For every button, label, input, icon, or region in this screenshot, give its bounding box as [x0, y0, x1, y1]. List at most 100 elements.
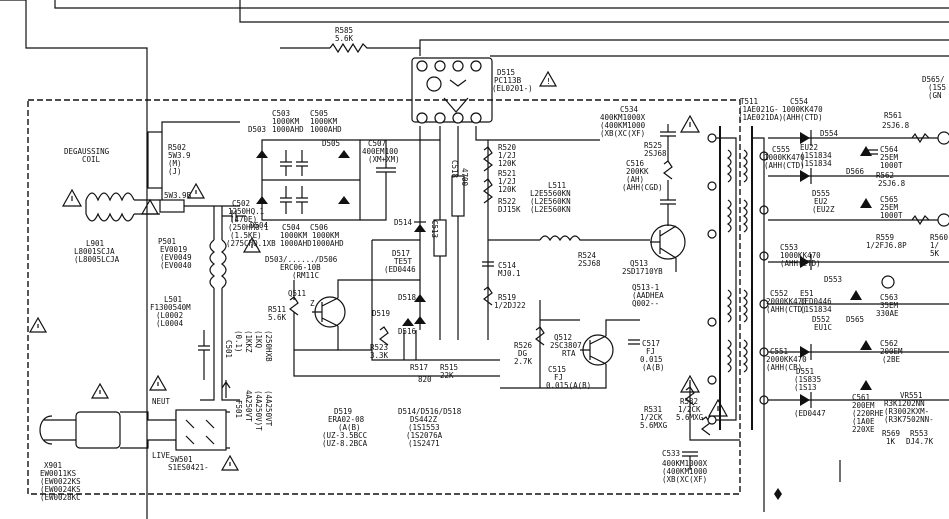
- l501-label: L501: [164, 295, 182, 304]
- c553-value-1: 1000KK470: [780, 251, 821, 260]
- c506-value: 1000KM: [312, 231, 340, 240]
- c502-label: C502: [232, 199, 250, 208]
- c507-value-2: (XM+XM): [368, 155, 400, 164]
- r521-value: 1/2J: [498, 177, 516, 186]
- d517-label: D517: [392, 249, 410, 258]
- c501-value-2: (1KKZ: [244, 330, 253, 353]
- secondary-outputs: C554 1000KK470 (AHH(CTD) D554 C555 1000K…: [763, 75, 949, 512]
- d504-label: D504: [250, 221, 269, 230]
- c562-value-2: (2BE: [882, 355, 901, 364]
- r523-label: R523: [370, 343, 388, 352]
- d514-518-label: D514/D516/D518: [398, 407, 462, 416]
- c517-value-2: 0.015: [640, 355, 663, 364]
- c517-label: C517: [642, 339, 660, 348]
- l511-label: L511: [548, 181, 566, 190]
- p501-value-3: (EV0040: [160, 261, 192, 270]
- q513-transistor: Q513 2SD1710YB Q513-1 (AADHEA Q002--: [622, 220, 686, 308]
- r521-value-2: 120K: [498, 185, 517, 194]
- c501-value-3: (1KQ: [254, 330, 263, 349]
- q513-1-value-2: Q002--: [632, 299, 659, 308]
- d517-value: TE5T: [394, 257, 413, 266]
- c534-value-3: (XB(XC(XF): [600, 129, 645, 138]
- sw501-label: SW501: [170, 455, 193, 464]
- e51-value-1: (ED0446: [800, 297, 832, 306]
- r560-value-2: 5K: [930, 249, 940, 258]
- c501-value-4: (250HXB: [264, 330, 273, 362]
- r524-label: R524: [578, 251, 597, 260]
- c561-value-3: (1A0E: [852, 417, 875, 426]
- r531-value-2: 5.6MXG: [640, 421, 668, 430]
- r526-value: DG: [518, 349, 528, 358]
- q513-label: Q513: [630, 259, 648, 268]
- c505-label: C505: [310, 109, 328, 118]
- c552-label: C552: [770, 289, 788, 298]
- p501-label: P501: [158, 237, 176, 246]
- r560-value: 1/: [930, 241, 939, 250]
- c555-value-2: (AHH(CTD): [764, 161, 805, 170]
- c505-value: 1000KM: [310, 117, 338, 126]
- r524-value: 2SJ68: [578, 259, 601, 268]
- snubber-section: R531 1/2CK 5.6MXG R532 1/2CK 5.6MXG C533…: [640, 374, 740, 484]
- r553-value: DJ4.7K: [906, 437, 934, 446]
- r559-value: 1/2FJ6.8P: [866, 241, 907, 250]
- c555-value-1: 1000KK470: [764, 153, 805, 162]
- c504-value-2: 1000AHD: [280, 239, 312, 248]
- r511-value: 5.6K: [268, 313, 287, 322]
- vr551-value-2: (R3002KXM-: [884, 407, 929, 416]
- eu22-value-2: (1S1834: [800, 159, 832, 168]
- r502-label: R502: [168, 143, 186, 152]
- bias-resistors: R523 3.3K R517 820 R515 22K: [293, 326, 500, 384]
- c515-label: C515: [548, 365, 566, 374]
- d519-b-value-2: (A(B): [338, 423, 361, 432]
- d519-b-value-4: (UZ-8.2BCA: [322, 439, 368, 448]
- c518-c513-capacitors: C518 4700 C513: [430, 126, 469, 340]
- r502-value-4: 5W3.9B: [164, 191, 192, 200]
- r525-value: 2SJ68: [644, 149, 667, 158]
- d515-value-2: (EL0201-): [492, 84, 533, 93]
- d505-label: D505: [322, 139, 340, 148]
- c507-value: 400EM100: [362, 147, 399, 156]
- r559-label: R559: [876, 233, 894, 242]
- p501-posistor: P501 EV0019 (EV0049 (EV0040: [158, 199, 192, 270]
- f501-label: F501: [234, 400, 243, 418]
- c505-value-2: 1000AHD: [310, 125, 342, 134]
- d514-518-value-2: (1S1553: [408, 423, 440, 432]
- d552-value: EU1C: [814, 323, 832, 332]
- live-label: LIVE: [152, 451, 171, 460]
- r526-value-2: 2.7K: [514, 357, 533, 366]
- r561-value: 2SJ6.8: [882, 121, 910, 130]
- p501-value-1: EV0019: [160, 245, 187, 254]
- c561-value-4: 220XE: [852, 425, 875, 434]
- c514-value: MJ0.1: [498, 269, 521, 278]
- r532-label: R532: [680, 397, 698, 406]
- r520-value: 1/2J: [498, 151, 516, 160]
- q512-transistor: Q512 2SC3807 RTA R526 DG 2.7K C515 FJ 0.…: [500, 300, 665, 390]
- d514-518-value-4: (1S2471: [408, 439, 440, 448]
- d552-label: D552: [812, 315, 830, 324]
- r526-label: R526: [514, 341, 533, 350]
- c552-value-1: 2000KK470: [766, 297, 807, 306]
- c565-value-2: 1000T: [880, 211, 903, 220]
- d565-label: D565: [846, 315, 864, 324]
- c561-value-2: (220RHE: [852, 409, 884, 418]
- l501-value-2: (L0002: [156, 311, 183, 320]
- c501-label: C501: [224, 340, 233, 358]
- c514-label: C514: [498, 261, 517, 270]
- c565-label: C565: [880, 195, 898, 204]
- c565-value-1: 25EM: [880, 203, 899, 212]
- c563-value-1: 35EM: [880, 301, 899, 310]
- c518-label: C518: [450, 160, 459, 179]
- c503-label: C503: [272, 109, 290, 118]
- c563-value-2: 330AE: [876, 309, 899, 318]
- eu22-label: EU22: [800, 143, 818, 152]
- r553-label: R553: [910, 429, 928, 438]
- c554-label: C554: [790, 97, 809, 106]
- e51-label: E51: [800, 289, 814, 298]
- c504-label: C504: [282, 223, 301, 232]
- q511-transistor: Q511 Z R511 5.6K: [268, 279, 420, 351]
- c534-value-1: 400KM1000X: [600, 113, 646, 122]
- x901-value-2: (EW0022KS: [40, 477, 81, 486]
- r517-label: R517: [410, 363, 428, 372]
- t511-value-2: (1AE021DA): [738, 113, 783, 122]
